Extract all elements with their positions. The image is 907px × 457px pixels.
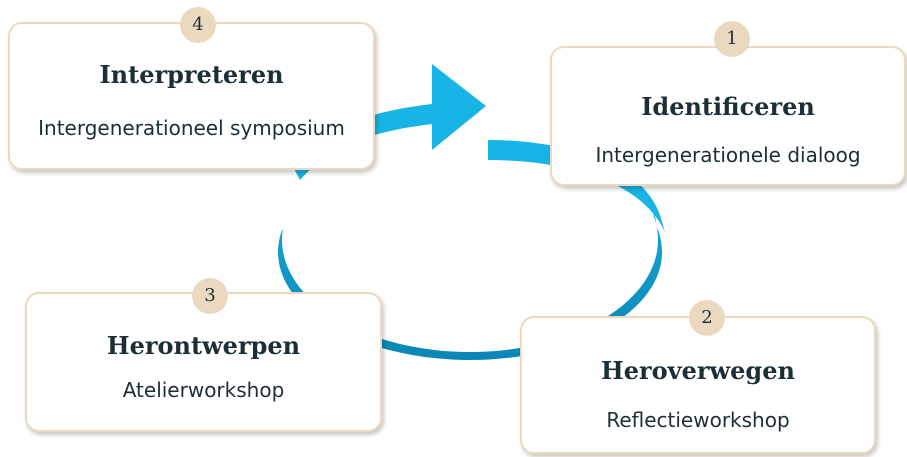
step-number-badge: 1 (714, 21, 750, 57)
arrow-head (292, 64, 486, 180)
step-subtitle: Intergenerationele dialoog (595, 143, 861, 167)
step-card-heroverwegen: Heroverwegen Reflectieworkshop (520, 316, 876, 454)
step-number-badge: 2 (689, 300, 725, 336)
step-card-interpreteren: Interpreteren Intergenerationeel symposi… (8, 22, 375, 170)
step-number-badge: 4 (180, 7, 216, 43)
step-subtitle: Reflectieworkshop (606, 408, 790, 432)
step-subtitle: Intergenerationeel symposium (38, 116, 345, 140)
step-title: Identificeren (641, 92, 815, 121)
step-number-badge: 3 (192, 278, 228, 314)
step-card-herontwerpen: Herontwerpen Atelierworkshop (25, 292, 382, 432)
step-title: Heroverwegen (601, 356, 795, 385)
step-subtitle: Atelierworkshop (122, 378, 285, 402)
step-title: Interpreteren (99, 60, 284, 89)
step-title: Herontwerpen (106, 331, 301, 360)
step-card-identificeren: Identificeren Intergenerationele dialoog (550, 46, 906, 186)
